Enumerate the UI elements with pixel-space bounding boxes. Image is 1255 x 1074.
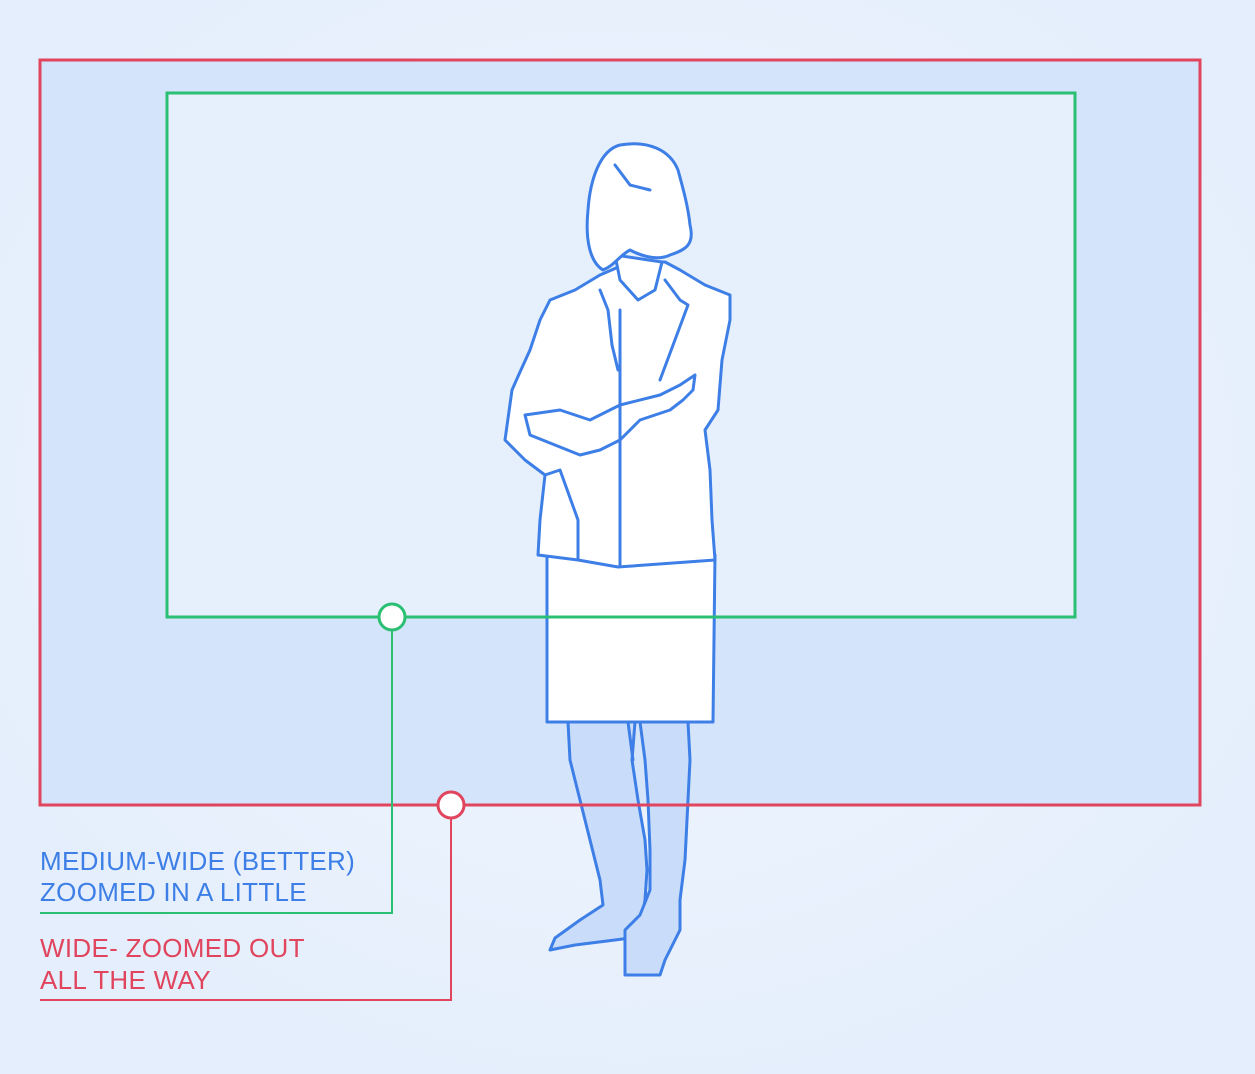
skirt [547,555,715,722]
wide-label-line1: WIDE- ZOOMED OUT [40,933,305,964]
medium-wide-marker [379,604,405,630]
wide-label-line2: ALL THE WAY [40,965,211,996]
head [587,144,691,270]
wide-marker [438,792,464,818]
medium-wide-label-line2: ZOOMED IN A LITTLE [40,877,307,908]
medium-wide-label-line1: MEDIUM-WIDE (BETTER) [40,846,355,877]
